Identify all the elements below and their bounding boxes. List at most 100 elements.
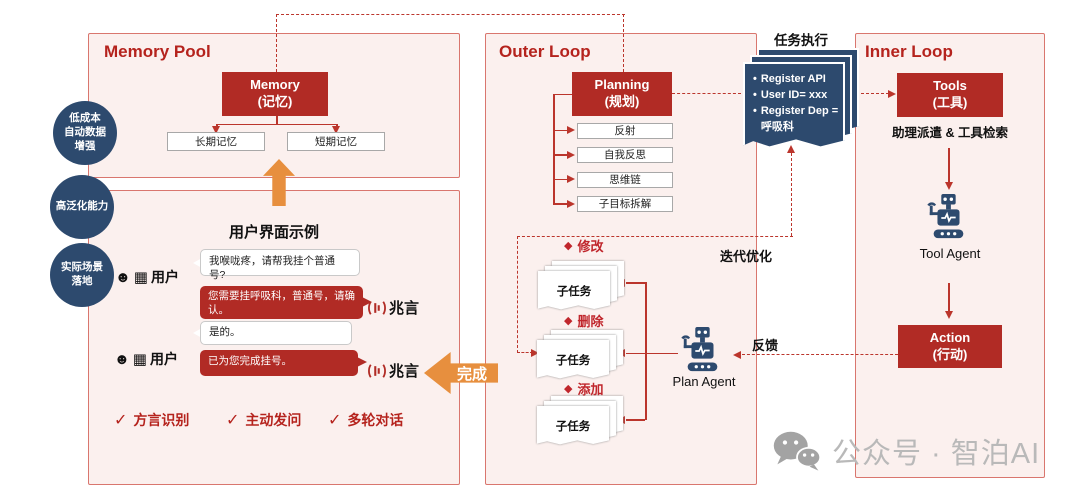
strategy-self-reflection-box: 自我反思	[577, 147, 673, 163]
watermark-text: 公众号 · 智泊AI	[832, 438, 1041, 470]
memory-connector	[276, 116, 278, 124]
badge-line: 高泛化能力	[55, 200, 109, 213]
user-speaker: ☻ ▦ 用户	[114, 349, 178, 369]
planning-connector	[553, 93, 555, 205]
watermark: 公众号 · 智泊AI	[772, 430, 1040, 472]
dispatch-label: 助理派遣 & 工具检索	[892, 126, 1008, 140]
arrowhead-to-tool-agent	[944, 182, 953, 190]
subtask-stack-delete: 子任务	[537, 330, 623, 382]
arrowhead-to-task-cards	[787, 145, 795, 153]
assistant-speaker-1: 兆言	[368, 297, 419, 318]
long-term-memory-box: 长期记忆	[167, 132, 265, 151]
planning-connector	[553, 203, 567, 205]
assistant-label: 兆言	[389, 363, 420, 380]
planning-node: Planning (规划)	[572, 72, 672, 116]
complete-label: 完成	[457, 366, 488, 383]
memory-node-en: Memory	[250, 77, 300, 93]
bubble-tail	[362, 297, 372, 307]
badge-line: 实际场景	[61, 261, 103, 274]
task-bullet: •Register Dep = 呼吸科	[745, 104, 843, 136]
group-label-text: 删除	[577, 314, 604, 329]
plan-agent-label: Plan Agent	[672, 374, 736, 389]
memory-planning-dashed	[276, 14, 625, 15]
outer-loop-title: Outer Loop	[499, 42, 591, 61]
short-term-memory-box: 短期记忆	[287, 132, 385, 151]
plan-agent-connector	[626, 352, 645, 355]
iteration-label: 迭代优化	[720, 249, 773, 264]
feature-label: 主动发问	[245, 412, 302, 428]
task-bullet-text: User ID= xxx	[760, 88, 828, 101]
chat-bubble-user-2: 是的。	[200, 321, 352, 345]
badge-line: 增强	[74, 139, 96, 152]
chat-bubble-assistant-2: 已为您完成挂号。	[200, 350, 358, 376]
check-icon: ✓	[114, 412, 128, 429]
wechat-icon	[773, 431, 822, 471]
assistant-label: 兆言	[389, 300, 420, 317]
diamond-icon: ◆	[564, 315, 573, 327]
badge-generalization: 高泛化能力	[50, 175, 114, 239]
arrowhead-to-long-term	[212, 126, 220, 134]
memory-connector	[216, 123, 337, 126]
memory-node: Memory (记忆)	[222, 72, 328, 116]
group-label-modify: ◆ 修改	[564, 236, 603, 255]
plan-agent-connector	[645, 282, 647, 420]
check-icon: ✓	[226, 412, 240, 429]
arrowhead-to-strategy	[567, 126, 575, 134]
feature-proactive: ✓ 主动发问	[226, 410, 301, 430]
badge-line: 落地	[71, 275, 93, 287]
user-label: 用户	[150, 269, 179, 285]
task-bullet-text: Register Dep = 呼吸科	[760, 104, 839, 133]
feedback-label: 反馈	[752, 338, 779, 353]
user-face-icon: ☻	[114, 350, 130, 368]
user-label: 用户	[149, 351, 178, 367]
task-bullet-text: Register API	[760, 73, 826, 85]
cards-to-tools-dashed	[861, 93, 889, 94]
ui-example-title: 用户界面示例	[228, 224, 319, 241]
strategy-reflection-box: 反射	[577, 122, 673, 139]
task-execution-label: 任务执行	[774, 33, 828, 48]
task-bullet: •User ID= xxx	[745, 88, 843, 104]
iteration-dashed	[517, 236, 793, 237]
planning-connector	[553, 129, 567, 132]
badge-low-cost: 低成本 自动数据 增强	[53, 101, 117, 165]
bubble-tail	[193, 258, 202, 268]
arrowhead-to-action	[944, 311, 953, 319]
user-speaker: ☻ ▦ 用户	[115, 267, 179, 287]
subtask-stack-modify: 子任务	[538, 261, 624, 313]
bullet-icon: •	[753, 73, 757, 85]
plan-agent-connector	[626, 282, 645, 284]
subtask-card-text: 子任务	[537, 340, 609, 379]
feature-label: 多轮对话	[347, 412, 404, 428]
tool-agent-robot-icon	[927, 194, 964, 239]
tools-to-agent-arrow	[948, 148, 950, 182]
group-label-text: 添加	[577, 382, 604, 397]
memory-node-cn: (记忆)	[257, 94, 293, 109]
plan-agent-robot-icon	[681, 327, 718, 372]
bullet-icon: •	[753, 88, 757, 101]
bubble-tail	[357, 357, 367, 367]
planning-connector	[553, 93, 572, 96]
tools-node: Tools (工具)	[897, 73, 1003, 117]
feedback-dashed	[742, 354, 898, 355]
bullet-icon: •	[753, 104, 757, 117]
agent-to-action-arrow	[948, 283, 950, 311]
iteration-dashed	[791, 153, 792, 236]
arrowhead-to-short-term	[332, 126, 340, 134]
chat-bubble-assistant-1: 您需要挂呼吸科，普通号，请确认。	[200, 286, 363, 319]
voice-wave-icon	[368, 300, 386, 315]
planning-to-cards-dashed	[672, 93, 741, 94]
subtask-card-text: 子任务	[537, 406, 609, 445]
badge-line: 低成本	[69, 112, 101, 125]
voice-wave-icon	[368, 363, 386, 378]
diamond-icon: ◆	[564, 383, 573, 395]
user-grid-icon: ▦	[133, 268, 148, 286]
bubble-tail	[193, 328, 202, 338]
subtask-card-front: 子任务	[537, 406, 609, 446]
user-grid-icon: ▦	[132, 350, 147, 368]
subtask-card-front: 子任务	[538, 271, 610, 311]
planning-connector	[553, 154, 567, 156]
group-label-delete: ◆ 删除	[564, 311, 603, 330]
tools-node-cn: (工具)	[932, 95, 968, 110]
group-label-add: ◆ 添加	[564, 379, 603, 398]
